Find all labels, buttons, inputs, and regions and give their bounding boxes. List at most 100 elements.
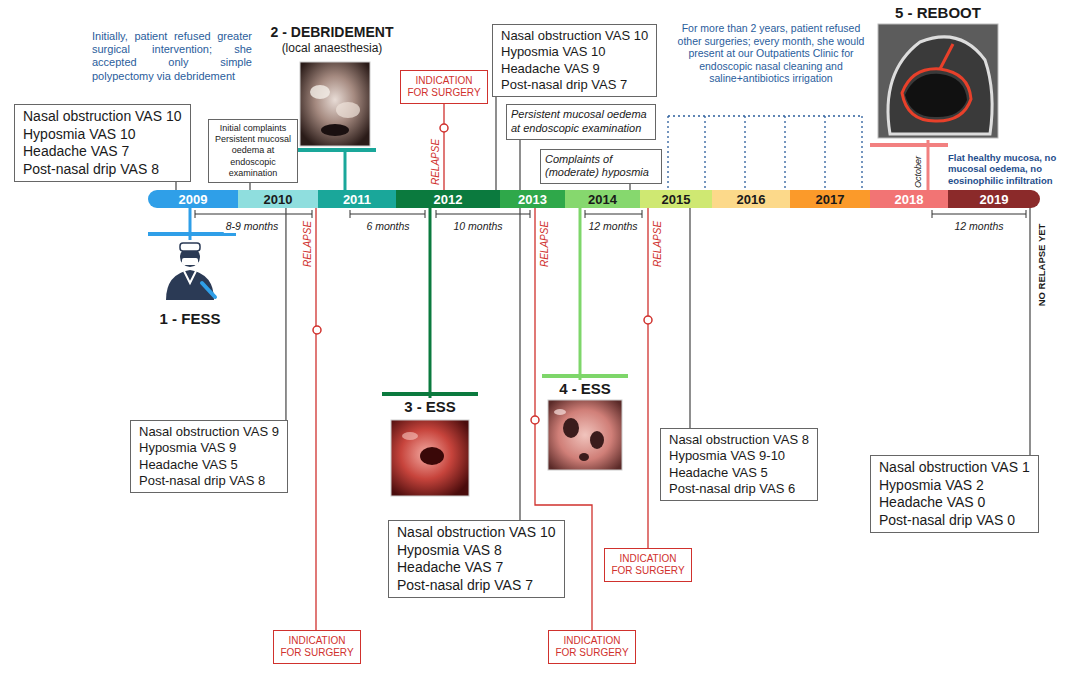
box-text: Post-nasal drip VAS 7: [501, 77, 648, 93]
year-label: 2014: [588, 192, 617, 207]
year-label: 2009: [179, 192, 208, 207]
box-text: Nasal obstruction VAS 10: [501, 28, 648, 44]
surgeon-icon: [166, 243, 215, 300]
year-label: 2013: [518, 192, 547, 207]
indication-text: INDICATION FOR SURGERY: [278, 635, 356, 659]
indication-box: INDICATION FOR SURGERY: [548, 630, 636, 664]
year-band: 2011: [318, 190, 396, 208]
edge-label: RELAPSE: [540, 220, 550, 268]
year-label: 2018: [895, 192, 924, 207]
box-text: Nasal obstruction VAS 10: [23, 108, 182, 126]
connector: [175, 182, 176, 190]
connector: [285, 208, 286, 420]
year-label: 2017: [816, 192, 845, 207]
box-text: Nasal obstruction VAS 1: [879, 459, 1030, 477]
image-frame: [300, 62, 370, 146]
box-text: Headache VAS 9: [501, 61, 648, 77]
cavity: [420, 447, 444, 465]
procedure-node: 1 - FESS: [140, 240, 240, 328]
box-text: Hyposmia VAS 9: [139, 440, 279, 456]
procedure-subtitle: (local anaesthesia): [282, 41, 383, 55]
indication-box: INDICATION FOR SURGERY: [400, 70, 488, 104]
box-text: Hyposmia VAS 10: [23, 126, 182, 144]
connector: [1029, 208, 1030, 455]
procedure-title: 3 - ESS: [404, 398, 456, 416]
indication-text: INDICATION FOR SURGERY: [609, 553, 687, 577]
year-band: 2013: [500, 190, 565, 208]
year-band: 2009: [148, 190, 238, 208]
interval-label: 8-9 months: [224, 220, 281, 233]
endoscopy-image: [391, 420, 469, 496]
box-text: Nasal obstruction VAS 10: [397, 524, 556, 542]
interval-bracket: [585, 210, 642, 218]
symptom-score-box: Nasal obstruction VAS 1Hyposmia VAS 2Hea…: [870, 455, 1039, 533]
finding-text: Flat healthy mucosa, no mucosal oedema, …: [948, 152, 1064, 186]
year-label: 2016: [737, 192, 766, 207]
symptom-score-box: Nasal obstruction VAS 10Hyposmia VAS 10H…: [14, 104, 191, 182]
edge-label: NO RELAPSE YET: [1037, 223, 1047, 308]
indication-text: INDICATION FOR SURGERY: [553, 635, 631, 659]
box-text: Post-nasal drip VAS 7: [397, 577, 556, 595]
year-label: 2010: [264, 192, 293, 207]
indication-text: INDICATION FOR SURGERY: [405, 75, 483, 99]
box-text: Hyposmia VAS 2: [879, 477, 1030, 495]
year-band: 2015: [640, 190, 712, 208]
sinus-opening: [579, 453, 589, 461]
connector: [443, 104, 444, 190]
image-frame: [391, 420, 469, 496]
endoscopy-image: [548, 400, 622, 470]
procedure-title: 2 - DEBRIDEMENT: [271, 24, 394, 41]
stage-bar: [296, 148, 376, 152]
symptom-score-box: Nasal obstruction VAS 10Hyposmia VAS 8He…: [388, 520, 565, 598]
procedure-node: 4 - ESS: [545, 380, 625, 472]
interval-label: 6 months: [364, 220, 411, 233]
note-text: For more than 2 years, patient refused o…: [676, 22, 866, 85]
surgeon-cap: [180, 243, 200, 251]
finding-box: Initial complaintsPersistent mucosal oed…: [208, 119, 298, 183]
edge-label: RELAPSE: [431, 138, 441, 186]
edge-label: RELAPSE: [303, 220, 313, 268]
note-text: Initially, patient refused greater surgi…: [92, 30, 252, 83]
box-text: Post-nasal drip VAS 6: [669, 481, 809, 497]
visit-bracket: [668, 116, 862, 190]
interval-bracket: [932, 210, 1026, 218]
box-text: Headache VAS 0: [879, 494, 1030, 512]
box-text: Hyposmia VAS 8: [397, 542, 556, 560]
box-text: Headache VAS 7: [397, 559, 556, 577]
year-band: 2018: [870, 190, 948, 208]
connector: [495, 97, 496, 190]
surgeon-mask: [182, 258, 198, 265]
sinus-opening: [590, 431, 604, 449]
interval-label: 10 months: [451, 220, 504, 233]
box-text: Post-nasal drip VAS 0: [879, 512, 1030, 530]
symptom-score-box: Nasal obstruction VAS 8Hyposmia VAS 9-10…: [660, 428, 818, 501]
procedure-node: 3 - ESS: [380, 398, 480, 498]
sinus-opening: [563, 418, 579, 438]
procedure-node: 2 - DEBRIDEMENT(local anaesthesia): [265, 24, 399, 148]
stage-bar: [148, 232, 236, 236]
box-text: Initial complaints: [213, 123, 293, 134]
year-band: 2014: [565, 190, 640, 208]
cavity: [321, 124, 349, 136]
box-text: Post-nasal drip VAS 8: [23, 161, 182, 179]
surgeon-collar: [184, 271, 196, 283]
box-text: Nasal obstruction VAS 9: [139, 424, 279, 440]
symptom-score-box: Nasal obstruction VAS 9Hyposmia VAS 9Hea…: [130, 420, 288, 493]
connector: [315, 208, 316, 630]
interval-bracket: [436, 210, 530, 218]
procedure-title: 1 - FESS: [160, 310, 221, 328]
year-band: 2012: [396, 190, 500, 208]
stage-bar: [542, 374, 628, 378]
year-band: 2017: [790, 190, 870, 208]
year-label: 2015: [662, 192, 691, 207]
box-text: Hyposmia VAS 9-10: [669, 448, 809, 464]
connector: [647, 208, 648, 548]
interval-bracket: [350, 210, 425, 218]
year-band: 2019: [948, 190, 1040, 208]
box-text: Persistent mucosal oedema at endoscopic …: [511, 108, 651, 136]
procedure-title: 5 - REBOOT: [895, 4, 981, 22]
box-text: Post-nasal drip VAS 8: [139, 473, 279, 489]
connector: [519, 140, 520, 191]
year-band: 2010: [238, 190, 318, 208]
